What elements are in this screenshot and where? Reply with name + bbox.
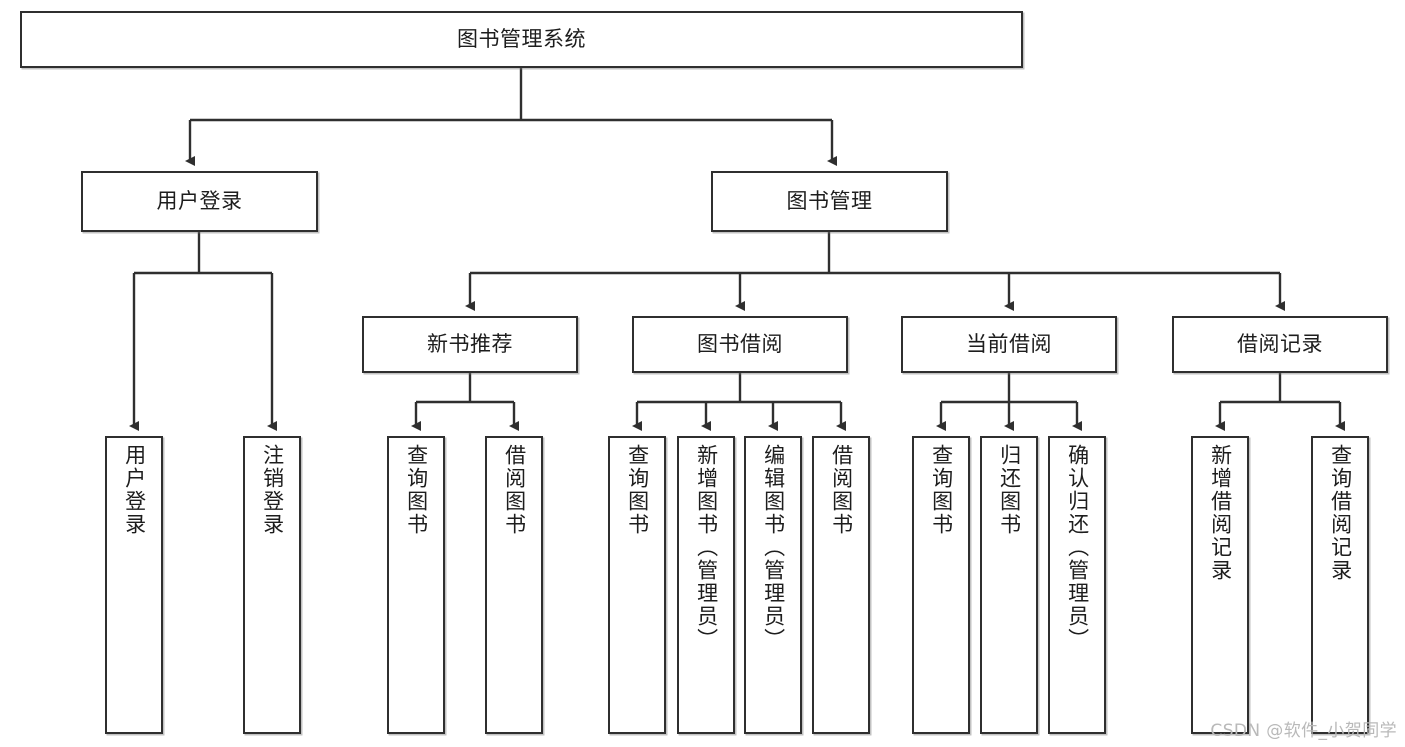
node-label: 编辑图书（管理员） bbox=[761, 444, 786, 651]
node-label: 新增借阅记录 bbox=[1208, 444, 1233, 582]
node-current-borrow[interactable]: 当前借阅 bbox=[901, 316, 1117, 373]
node-leaf-return-book[interactable]: 归还图书 bbox=[980, 436, 1038, 734]
node-leaf-edit-book[interactable]: 编辑图书（管理员） bbox=[744, 436, 802, 734]
node-book-management-system[interactable]: 图书管理系统 bbox=[20, 11, 1023, 68]
node-leaf-query-book-recommend[interactable]: 查询图书 bbox=[387, 436, 445, 734]
node-leaf-query-book-current[interactable]: 查询图书 bbox=[912, 436, 970, 734]
node-leaf-user-login[interactable]: 用户登录 bbox=[105, 436, 163, 734]
node-label: 当前借阅 bbox=[966, 332, 1052, 357]
node-label: 注销登录 bbox=[260, 444, 285, 536]
node-leaf-add-borrow-record[interactable]: 新增借阅记录 bbox=[1191, 436, 1249, 734]
node-leaf-borrow-book-recommend[interactable]: 借阅图书 bbox=[485, 436, 543, 734]
node-user-login[interactable]: 用户登录 bbox=[81, 171, 318, 232]
node-label: 新书推荐 bbox=[427, 332, 513, 357]
node-label: 确认归还（管理员） bbox=[1065, 444, 1090, 651]
node-label: 图书借阅 bbox=[697, 332, 783, 357]
node-label: 查询图书 bbox=[929, 444, 954, 536]
node-leaf-confirm-return[interactable]: 确认归还（管理员） bbox=[1048, 436, 1106, 734]
node-book-management[interactable]: 图书管理 bbox=[711, 171, 948, 232]
node-leaf-borrow-book[interactable]: 借阅图书 bbox=[812, 436, 870, 734]
node-leaf-add-book[interactable]: 新增图书（管理员） bbox=[677, 436, 735, 734]
node-label: 图书管理 bbox=[786, 189, 873, 214]
node-leaf-query-book-borrow[interactable]: 查询图书 bbox=[608, 436, 666, 734]
node-leaf-query-borrow-record[interactable]: 查询借阅记录 bbox=[1311, 436, 1369, 734]
node-label: 查询图书 bbox=[625, 444, 650, 536]
node-label: 查询图书 bbox=[404, 444, 429, 536]
node-label: 新增图书（管理员） bbox=[694, 444, 719, 651]
node-label: 用户登录 bbox=[156, 189, 243, 214]
node-label: 图书管理系统 bbox=[457, 27, 586, 52]
node-borrow-record[interactable]: 借阅记录 bbox=[1172, 316, 1388, 373]
node-label: 查询借阅记录 bbox=[1328, 444, 1353, 582]
node-label: 借阅图书 bbox=[502, 444, 527, 536]
node-label: 用户登录 bbox=[122, 444, 147, 536]
node-label: 借阅记录 bbox=[1237, 332, 1323, 357]
node-book-borrow[interactable]: 图书借阅 bbox=[632, 316, 848, 373]
node-label: 归还图书 bbox=[997, 444, 1022, 536]
watermark-text: CSDN @软件_小贺同学 bbox=[1210, 721, 1397, 741]
node-leaf-logout-login[interactable]: 注销登录 bbox=[243, 436, 301, 734]
node-new-book-recommend[interactable]: 新书推荐 bbox=[362, 316, 578, 373]
node-label: 借阅图书 bbox=[829, 444, 854, 536]
